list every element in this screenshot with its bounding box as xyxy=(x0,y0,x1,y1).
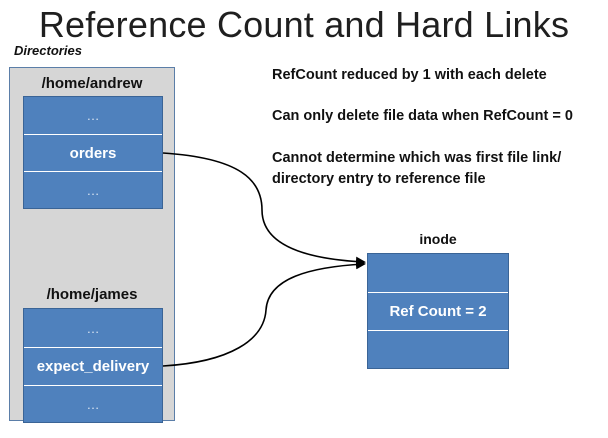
link-arrow-expect-delivery xyxy=(162,259,366,367)
inode-box: Ref Count = 2 xyxy=(367,253,509,369)
dir-james-box: … expect_delivery … xyxy=(23,308,163,423)
inode-ref-count: Ref Count = 2 xyxy=(368,292,508,330)
directories-caption: Directories xyxy=(14,43,82,58)
dir-james-label: /home/james xyxy=(46,286,138,303)
note-first-link-line1: Cannot determine which was first file li… xyxy=(272,150,562,166)
dir-andrew-label: /home/andrew xyxy=(41,75,143,92)
dir-james-entry-0: … xyxy=(86,320,100,336)
dir-andrew-entry-orders: orders xyxy=(24,134,162,171)
dir-james-entry-2: … xyxy=(24,385,162,422)
inode-cell-bottom xyxy=(368,330,508,367)
dir-james-entry-expect-delivery: expect_delivery xyxy=(24,347,162,385)
dir-andrew-box: … orders … xyxy=(23,96,163,209)
note-first-link-line2: directory entry to reference file xyxy=(272,171,486,187)
note-delete-condition: Can only delete file data when RefCount … xyxy=(272,108,573,124)
dir-andrew-entry-0: … xyxy=(86,108,100,123)
note-refcount-decrement: RefCount reduced by 1 with each delete xyxy=(272,67,547,83)
inode-label: inode xyxy=(419,231,457,247)
dir-andrew-entry-2: … xyxy=(24,171,162,208)
slide-title: Reference Count and Hard Links xyxy=(38,4,570,45)
link-arrow-orders xyxy=(162,152,366,267)
